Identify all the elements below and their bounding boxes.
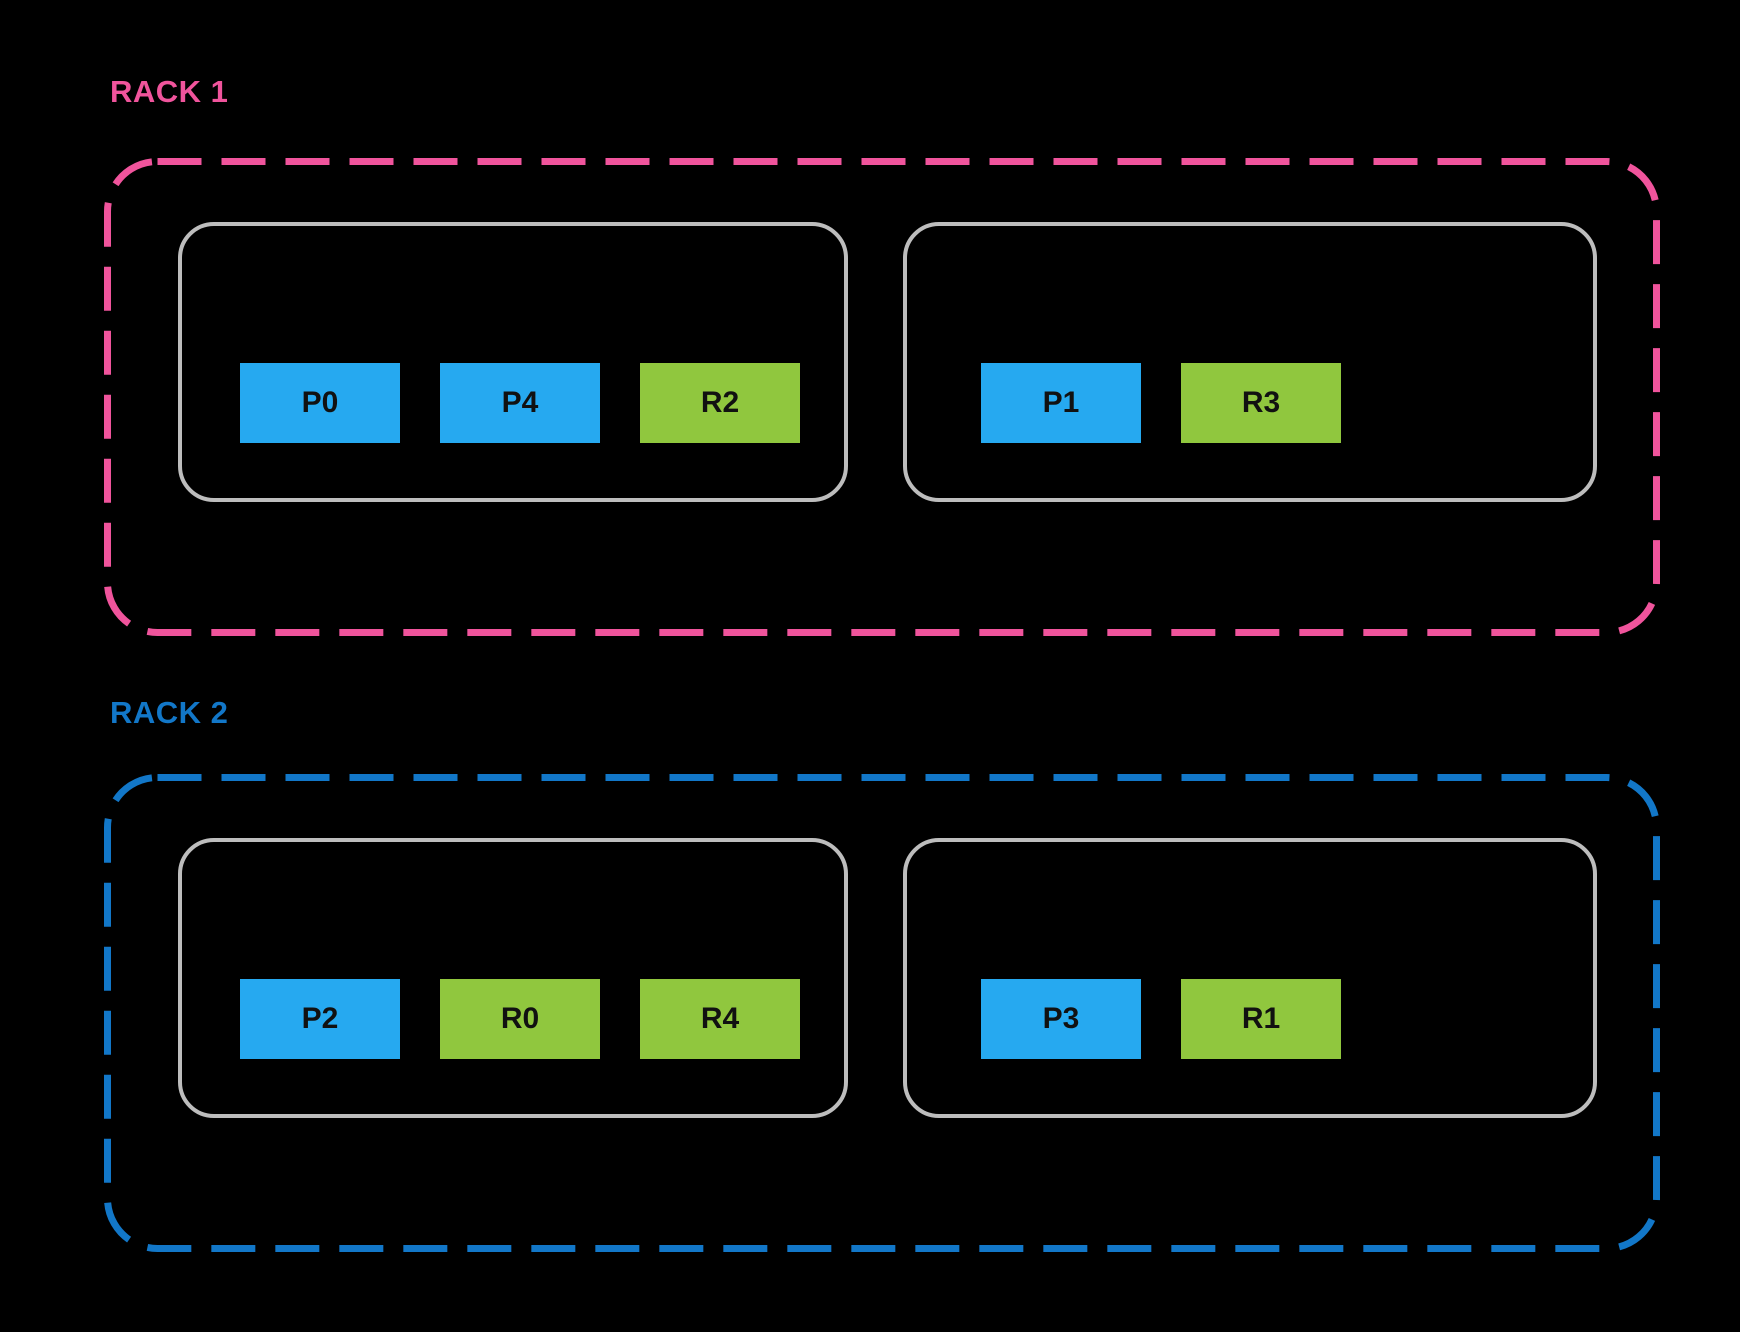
rack-2-host-2: P3 R1 — [903, 838, 1597, 1118]
shard-block: R0 — [440, 979, 600, 1059]
shard-block: P2 — [240, 979, 400, 1059]
shard-block: P3 — [981, 979, 1141, 1059]
rack-2-dashed-boundary — [104, 774, 1660, 1252]
shard-block: P4 — [440, 363, 600, 443]
rack-1-host-2: P1 R3 — [903, 222, 1597, 502]
rack-1-label: RACK 1 — [110, 74, 229, 109]
shard-block: P1 — [981, 363, 1141, 443]
rack-2-host-1: P2 R0 R4 — [178, 838, 848, 1118]
shard-block: R2 — [640, 363, 800, 443]
rack-2-label: RACK 2 — [110, 695, 229, 730]
shard-block: R4 — [640, 979, 800, 1059]
rack-1-dashed-boundary — [104, 158, 1660, 636]
shard-block: P0 — [240, 363, 400, 443]
rack-1-host-1: P0 P4 R2 — [178, 222, 848, 502]
shard-block: R1 — [1181, 979, 1341, 1059]
shard-block: R3 — [1181, 363, 1341, 443]
